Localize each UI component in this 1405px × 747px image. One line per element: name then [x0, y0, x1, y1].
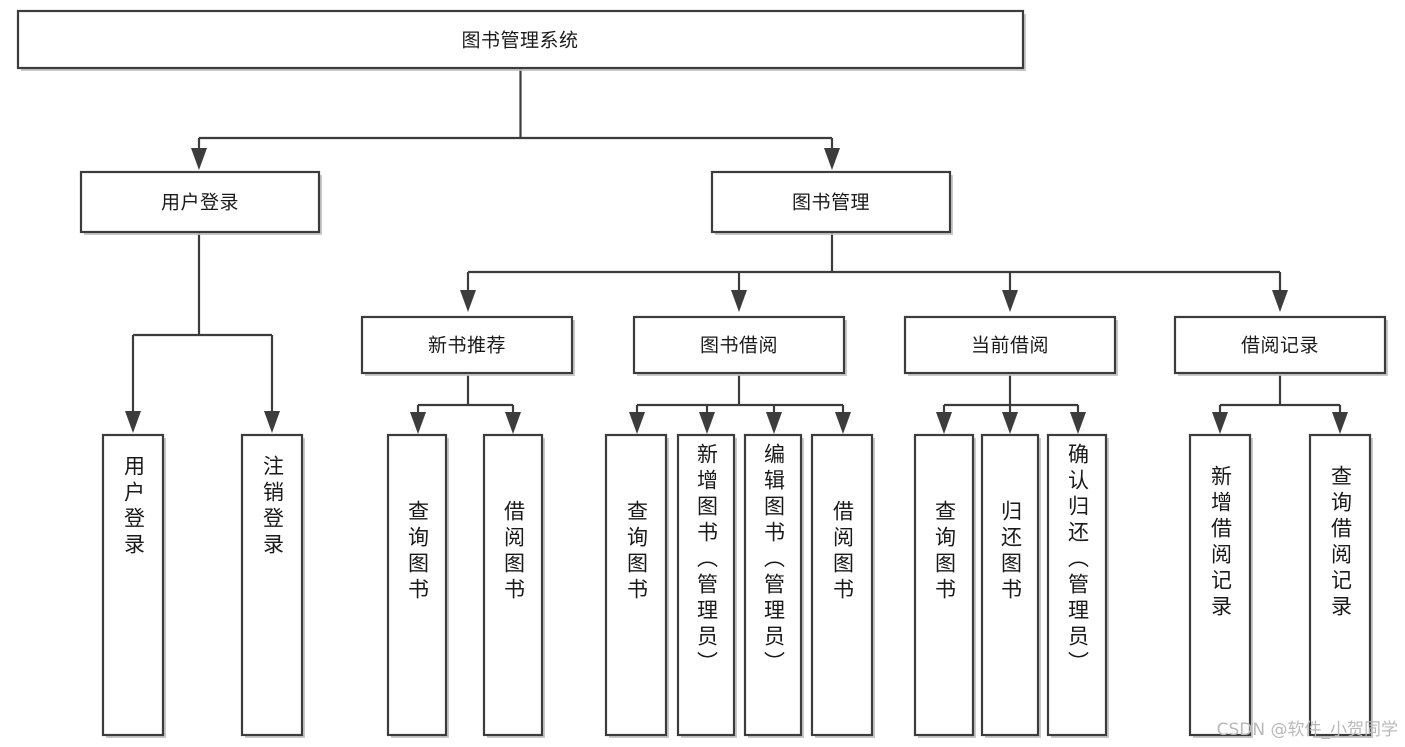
leaf-borrow-book-1[interactable] [482, 433, 545, 738]
leaf-borrow-book-2[interactable] [810, 433, 875, 738]
arrow-to-leaf-user-login [125, 411, 141, 433]
arrow-to-leaf-query-book-1 [410, 412, 426, 434]
node-root[interactable]: 图书管理系统 [16, 9, 1026, 71]
arrow-to-leaf-borrow-book-1 [505, 412, 521, 434]
node-new-book-recommend-label: 新书推荐 [428, 335, 506, 357]
arrow-to-leaf-add-book [699, 412, 715, 434]
node-book-management-label: 图书管理 [792, 192, 870, 214]
arrow-to-leaf-query-record [1332, 412, 1348, 434]
node-book-management[interactable]: 图书管理 [710, 170, 953, 235]
leaf-add-book[interactable] [676, 433, 737, 738]
arrow-to-new-book-recommend [460, 290, 476, 312]
arrow-to-leaf-return-book [1002, 412, 1018, 434]
node-new-book-recommend[interactable]: 新书推荐 [360, 315, 575, 376]
leaf-query-book-1[interactable] [386, 433, 449, 738]
leaf-user-login[interactable] [101, 433, 166, 738]
arrow-to-leaf-query-book-2 [629, 412, 645, 434]
csdn-watermark: CSDN @软件_小贺同学 [1217, 720, 1398, 740]
arrow-to-leaf-logout [264, 411, 280, 433]
leaf-query-book-3[interactable] [913, 433, 976, 738]
connector-layer [125, 68, 1348, 434]
arrow-to-book-borrow [731, 290, 747, 312]
leaf-edit-book[interactable] [743, 433, 804, 738]
leaf-return-book[interactable] [980, 433, 1041, 738]
arrow-to-current-borrow [1002, 290, 1018, 312]
node-borrow-record-label: 借阅记录 [1241, 335, 1319, 357]
leaf-query-record[interactable] [1308, 433, 1373, 738]
arrow-to-leaf-confirm-return [1070, 412, 1086, 434]
arrow-to-leaf-add-record [1212, 412, 1228, 434]
leaf-add-record[interactable] [1188, 433, 1253, 738]
node-current-borrow-label: 当前借阅 [971, 335, 1049, 357]
node-user-login[interactable]: 用户登录 [79, 170, 322, 235]
node-book-borrow[interactable]: 图书借阅 [632, 315, 847, 376]
node-root-label: 图书管理系统 [461, 30, 578, 52]
arrow-to-book-management [824, 148, 840, 170]
leaf-logout[interactable] [240, 433, 305, 738]
arrow-to-leaf-borrow-book-2 [835, 412, 851, 434]
node-borrow-record[interactable]: 借阅记录 [1173, 315, 1388, 376]
arrow-to-leaf-edit-book [766, 412, 782, 434]
node-current-borrow[interactable]: 当前借阅 [903, 315, 1118, 376]
arrow-to-leaf-query-book-3 [936, 412, 952, 434]
arrow-to-user-login [191, 148, 207, 170]
node-user-login-label: 用户登录 [161, 192, 239, 214]
leaf-query-book-2[interactable] [604, 433, 669, 738]
leaf-confirm-return[interactable] [1046, 433, 1109, 738]
node-book-borrow-label: 图书借阅 [700, 335, 778, 357]
arrow-to-borrow-record [1272, 290, 1288, 312]
